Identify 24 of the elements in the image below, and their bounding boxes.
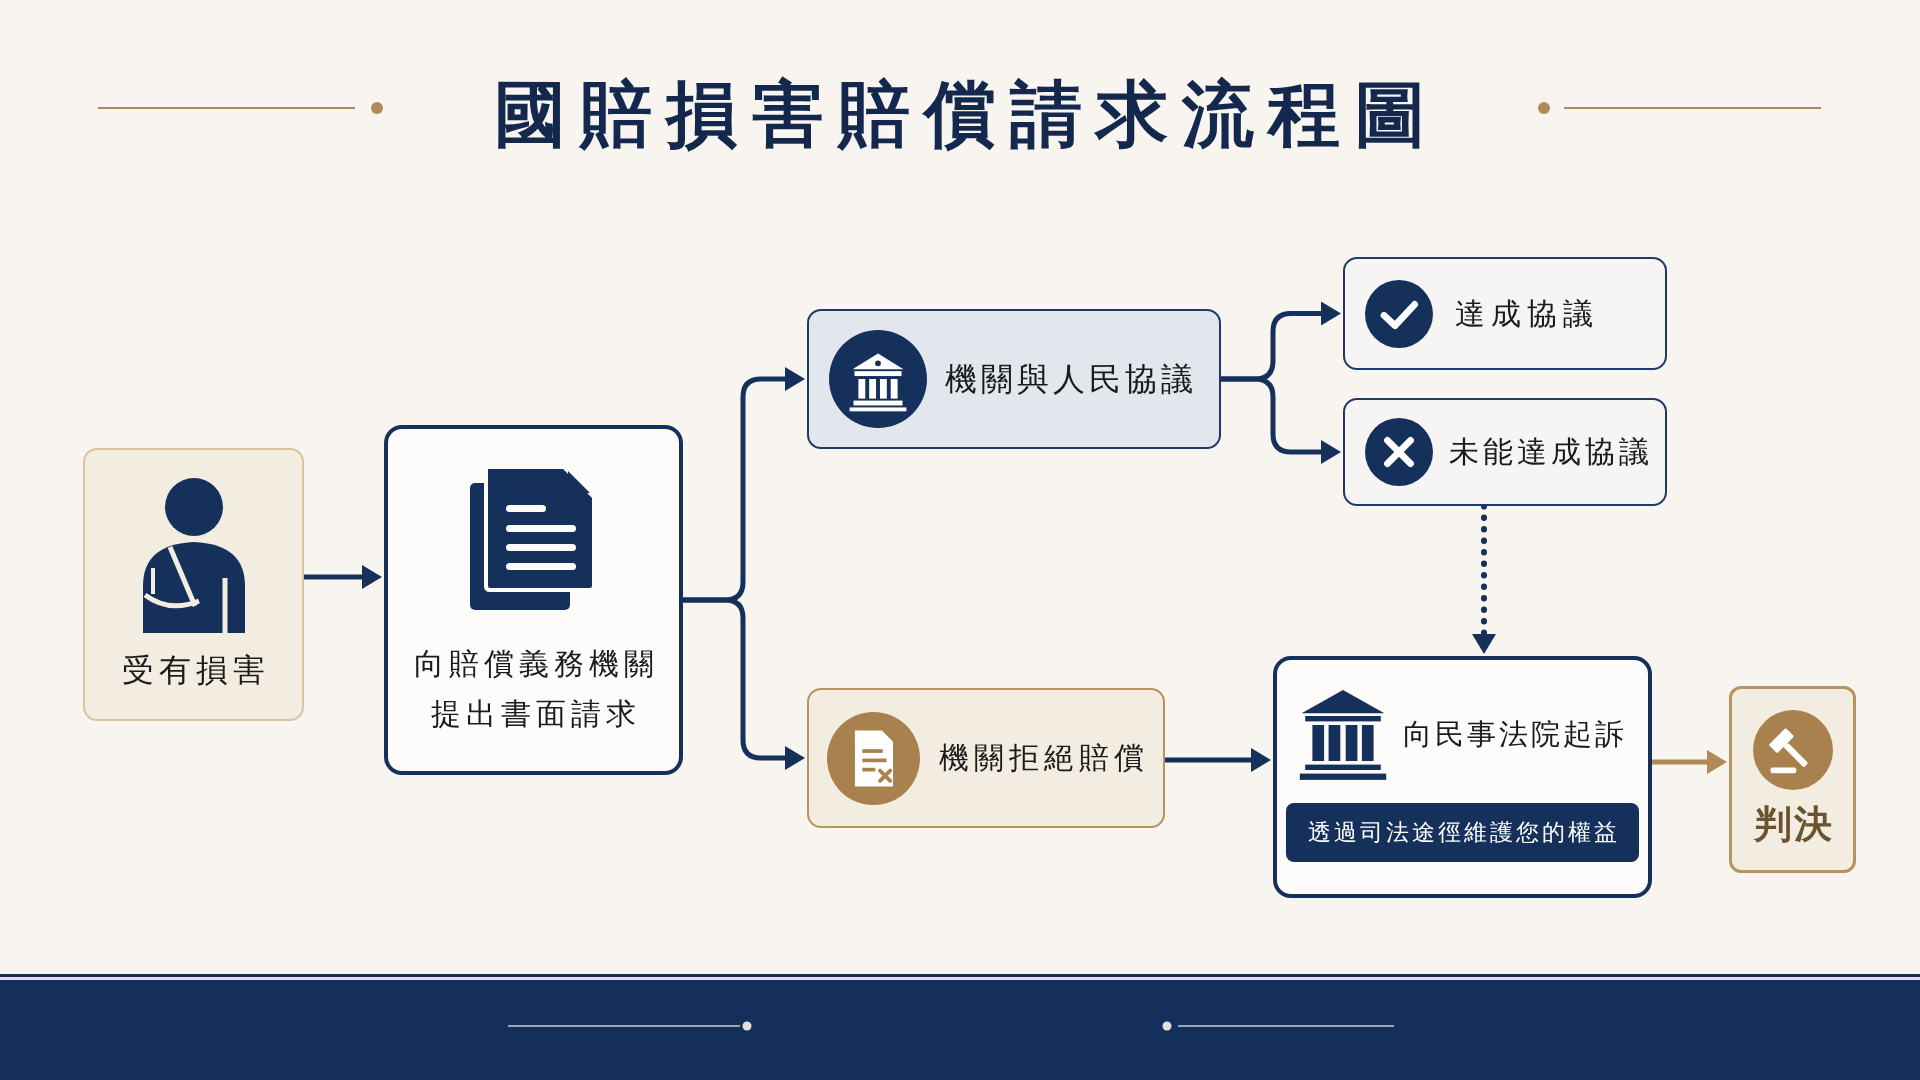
process-box xyxy=(807,309,1221,449)
subtitle-banner: 透過司法途徑維護您的權益 xyxy=(1286,803,1639,862)
arrow xyxy=(304,565,382,589)
node-label: 向民事法院起訴 xyxy=(1402,716,1627,753)
process-box xyxy=(1343,398,1667,506)
process-box xyxy=(1729,686,1856,873)
diagram-title: 國賠損害賠償請求流程圖 xyxy=(493,70,1440,158)
arrow xyxy=(1652,750,1727,774)
process-box xyxy=(1343,257,1667,370)
node-label: 向賠償義務機關提出書面請求 xyxy=(412,645,660,733)
process-box xyxy=(384,425,683,775)
process-box xyxy=(1273,656,1652,898)
node-label: 判決 xyxy=(1752,801,1834,847)
arrow xyxy=(1165,748,1271,772)
dotted-arrow xyxy=(1472,503,1496,654)
arrow xyxy=(683,597,805,770)
node-label: 未能達成協議 xyxy=(1448,433,1653,471)
node-label: 達成協議 xyxy=(1454,294,1599,333)
process-box xyxy=(83,448,304,721)
process-box xyxy=(807,688,1165,828)
node-label: 機關拒絕賠償 xyxy=(938,739,1149,777)
node-label: 機關與人民協議 xyxy=(944,359,1197,399)
node-label: 受有損害 xyxy=(121,650,270,690)
arrow xyxy=(1221,376,1341,464)
